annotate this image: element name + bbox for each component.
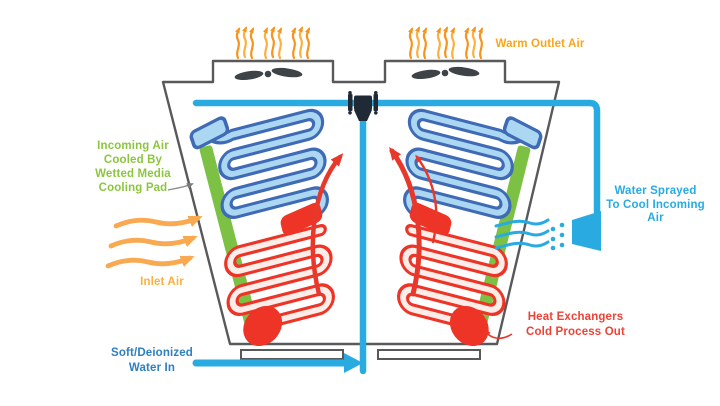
- pad-label-leader: [167, 183, 194, 191]
- warm-outlet-air-label: Warm Outlet Air: [495, 38, 585, 50]
- spray-nozzle-icon: [572, 211, 601, 251]
- water-piping: [192, 99, 601, 375]
- airflow-arrow-icon: [105, 215, 203, 269]
- water-in-arrowhead: [344, 353, 363, 373]
- hot-air-rise-arrow-icon: [310, 146, 438, 297]
- water-droplet-icon: [550, 222, 565, 251]
- water-sprayed-label: Water Sprayed To Cool Incoming Air: [606, 185, 705, 224]
- soft-water-in-label: Soft/Deionized Water In: [111, 347, 193, 374]
- heat-exchanger-label-leader: [483, 328, 513, 340]
- spray-streams: [494, 218, 550, 250]
- base-pan-right: [377, 349, 481, 360]
- pipe-tee-valve-icon: [348, 91, 378, 121]
- heat-wisp-icon-left: [237, 28, 309, 58]
- base-pan-left: [240, 349, 344, 360]
- incoming-air-label: Incoming Air Cooled By Wetted Media Cool…: [95, 140, 171, 194]
- heat-exchangers-label: Heat Exchangers Cold Process Out: [526, 311, 625, 338]
- inlet-air-label: Inlet Air: [140, 276, 184, 288]
